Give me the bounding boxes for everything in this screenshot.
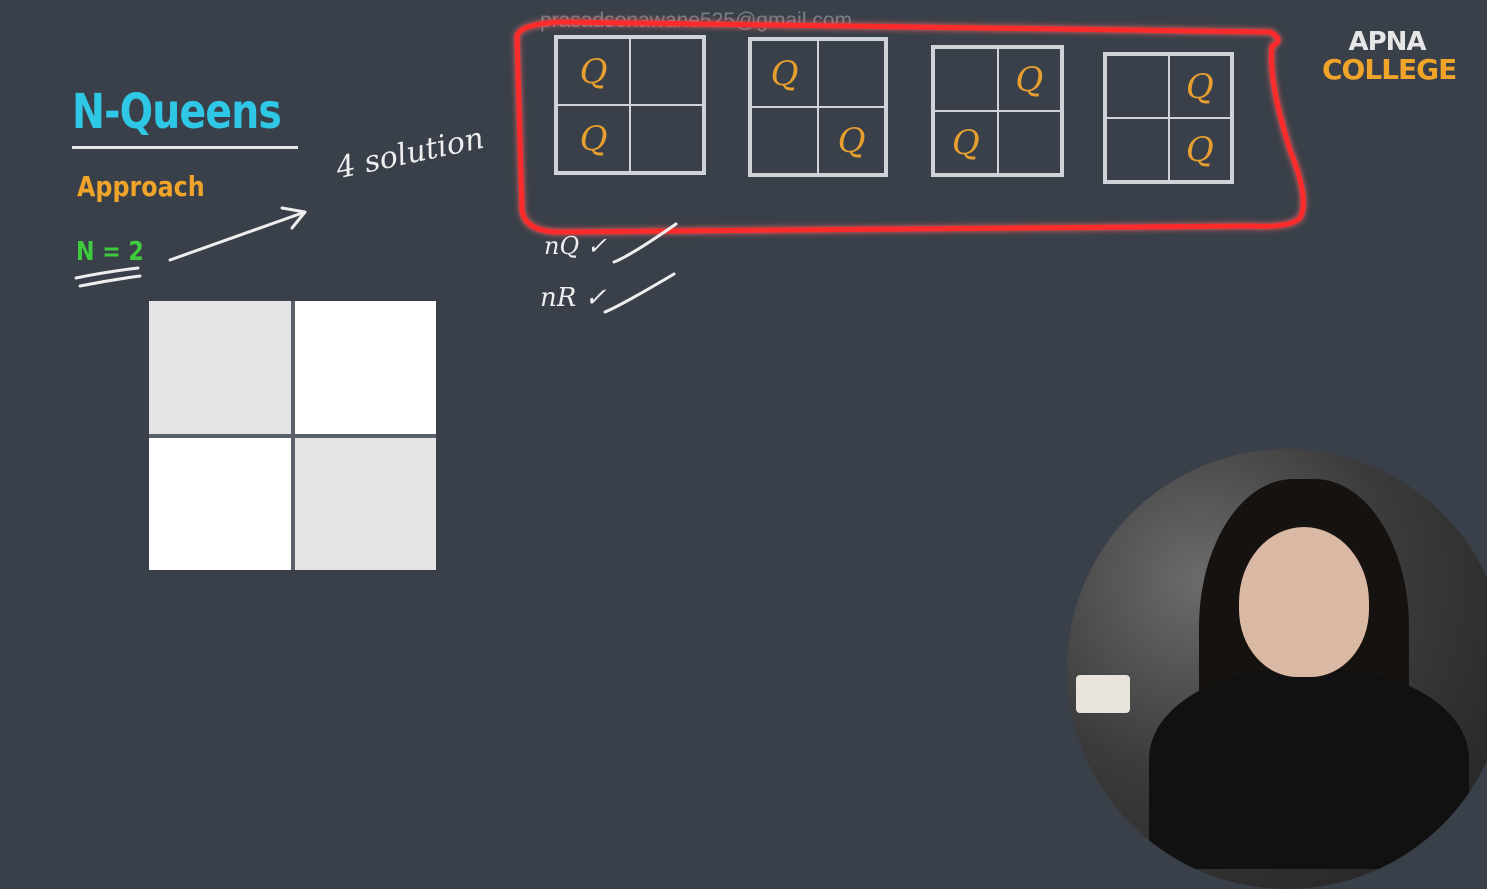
lecture-slide: prasadsonawane525@gmail.com APNA COLLEGE… <box>72 9 1487 889</box>
n-label-underline <box>74 266 142 288</box>
presenter-body <box>1149 669 1469 869</box>
n-value-label: N = 2 <box>76 237 144 267</box>
queen-mark: Q <box>557 38 630 105</box>
queens-check-note: nQ ✓ <box>544 232 607 260</box>
presenter-webcam <box>1067 449 1487 889</box>
board-cell <box>818 40 885 107</box>
rows-check-note: nR ✓ <box>540 283 607 313</box>
board-cell <box>934 48 998 111</box>
brand-line-1: APNA <box>1348 27 1426 57</box>
watermark-text: prasadsonawane525@gmail.com <box>540 9 852 32</box>
chessboard-2x2 <box>149 301 436 570</box>
queen-mark: Q <box>751 40 818 107</box>
queen-mark: Q <box>1168 118 1231 181</box>
slide-title: N-Queens <box>72 84 282 140</box>
queen-mark: Q <box>818 107 885 174</box>
board-cell <box>149 437 291 570</box>
board-cell <box>1106 55 1169 118</box>
queen-mark: Q <box>557 105 630 172</box>
board-cell <box>997 111 1061 174</box>
board-cell <box>630 38 703 105</box>
queen-mark: Q <box>934 111 998 174</box>
board-cell <box>149 301 291 434</box>
brand-logo: APNA COLLEGE <box>1322 27 1457 86</box>
board-cell <box>751 107 818 174</box>
approach-heading: Approach <box>77 170 205 203</box>
checkmark-icon <box>612 222 678 264</box>
board-cell <box>1106 118 1169 181</box>
brand-line-2: COLLEGE <box>1322 53 1457 86</box>
solutions-note: 4 solution <box>333 120 488 187</box>
arrow-icon <box>168 206 307 262</box>
board-cell <box>294 437 436 570</box>
board-cell <box>630 105 703 172</box>
queen-mark: Q <box>1168 55 1231 118</box>
title-underline <box>72 146 298 149</box>
presenter-face <box>1239 527 1369 677</box>
lamp <box>1076 675 1130 713</box>
checkmark-icon <box>603 272 676 314</box>
board-cell <box>294 301 436 434</box>
queen-mark: Q <box>997 48 1061 111</box>
